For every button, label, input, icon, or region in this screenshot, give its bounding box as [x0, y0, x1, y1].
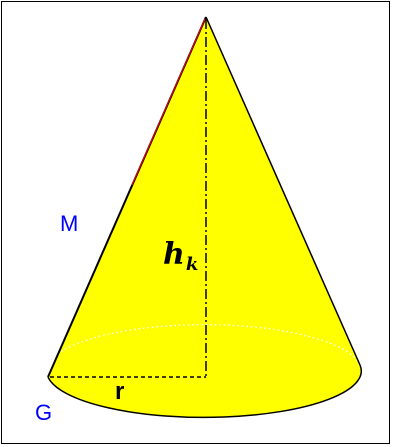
base-label: G	[35, 400, 53, 425]
mantle-line-highlight	[131, 18, 206, 186]
height-label-main: h	[163, 237, 185, 272]
base-ellipse-visible-edge	[47, 364, 363, 419]
height-label-subscript: k	[185, 254, 199, 275]
base-ellipse-hidden-edge	[45, 323, 361, 378]
height-label: hk	[163, 237, 198, 274]
radius-label: r	[115, 378, 125, 405]
cone-body	[48, 17, 362, 418]
mantle-label: M	[60, 211, 79, 236]
cone-right-edge	[205, 16, 361, 366]
